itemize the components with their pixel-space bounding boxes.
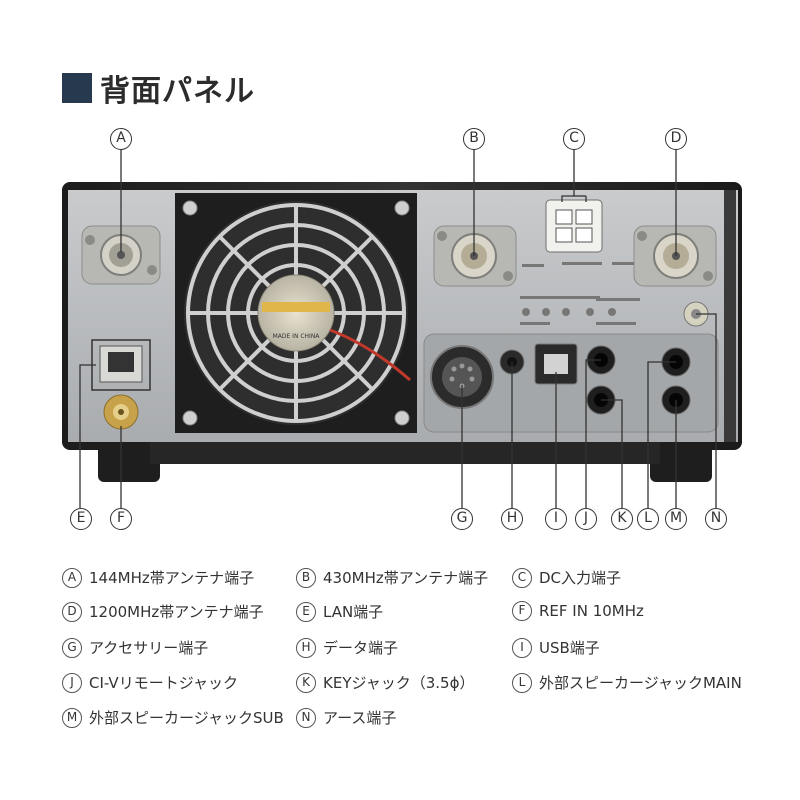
antenna-connector-144mhz (81, 225, 161, 285)
legend-item-j: J CI-Vリモートジャック (62, 672, 238, 693)
legend-letter: D (62, 601, 82, 622)
legend-letter: H (296, 637, 316, 658)
callout-h: H (501, 508, 523, 530)
callout-k: K (611, 508, 633, 530)
callout-j: J (575, 508, 597, 530)
legend-text: アクセサリー端子 (89, 639, 209, 657)
ref-in-connector (103, 394, 139, 430)
callout-i: I (545, 508, 567, 530)
legend-text: 430MHz帯アンテナ端子 (323, 569, 489, 587)
legend-item-a: A 144MHz帯アンテナ端子 (62, 567, 254, 588)
callout-e: E (70, 508, 92, 530)
fan-label: MADE IN CHINA (273, 333, 321, 340)
legend-letter: M (62, 707, 82, 728)
legend-text: 外部スピーカージャックSUB (89, 709, 284, 727)
legend-text: 1200MHz帯アンテナ端子 (89, 603, 264, 621)
callout-m: M (665, 508, 687, 530)
legend-letter: I (512, 637, 532, 658)
accessory-connector (430, 345, 494, 409)
legend-item-e: E LAN端子 (296, 601, 383, 622)
cooling-fan: MADE IN CHINA (175, 193, 417, 433)
legend-letter: A (62, 567, 82, 588)
callout-d: D (665, 128, 687, 150)
callout-a: A (110, 128, 132, 150)
legend-item-k: K KEYジャック（3.5ϕ） (296, 672, 474, 693)
legend-text: LAN端子 (323, 603, 384, 621)
legend-letter: F (512, 601, 532, 621)
legend-text: 144MHz帯アンテナ端子 (89, 569, 255, 587)
page-title: 背面パネル (100, 74, 255, 109)
page-heading: 背面パネル (62, 66, 255, 110)
legend-text: CI-Vリモートジャック (89, 674, 238, 692)
legend-text: KEYジャック（3.5ϕ） (323, 674, 475, 692)
legend-item-h: H データ端子 (296, 637, 398, 658)
legend-item-i: I USB端子 (512, 637, 600, 658)
legend-letter: L (512, 672, 532, 693)
dc-input-connector (545, 199, 603, 253)
legend-item-l: L 外部スピーカージャックMAIN (512, 672, 742, 693)
legend-item-d: D 1200MHz帯アンテナ端子 (62, 601, 264, 622)
heading-marker (62, 73, 92, 103)
legend-item-b: B 430MHz帯アンテナ端子 (296, 567, 488, 588)
legend-item-c: C DC入力端子 (512, 567, 621, 588)
legend-letter: J (62, 672, 82, 693)
antenna-connector-1200mhz (633, 225, 717, 287)
legend-letter: G (62, 637, 82, 658)
legend-item-g: G アクセサリー端子 (62, 637, 208, 658)
callout-f: F (110, 508, 132, 530)
legend-letter: B (296, 567, 316, 588)
legend-letter: K (296, 672, 316, 693)
legend-letter: E (296, 601, 316, 622)
legend-letter: C (512, 567, 532, 588)
callout-b: B (463, 128, 485, 150)
callout-n: N (705, 508, 727, 530)
antenna-connector-430mhz (433, 225, 517, 287)
legend-letter: N (296, 707, 316, 728)
callout-g: G (451, 508, 473, 530)
legend-item-m: M 外部スピーカージャックSUB (62, 707, 284, 728)
legend-item-f: F REF IN 10MHz (512, 601, 644, 621)
leader-lines (79, 149, 717, 508)
callout-l: L (637, 508, 659, 530)
legend-text: REF IN 10MHz (539, 602, 644, 620)
legend-item-n: N アース端子 (296, 707, 396, 728)
lan-port (91, 339, 151, 391)
legend-text: USB端子 (539, 639, 600, 657)
legend-text: 外部スピーカージャックMAIN (539, 674, 742, 692)
legend-text: データ端子 (323, 639, 399, 657)
legend-text: DC入力端子 (539, 569, 622, 587)
legend-text: アース端子 (323, 709, 397, 727)
callout-c: C (563, 128, 585, 150)
panel-markings (520, 262, 640, 325)
